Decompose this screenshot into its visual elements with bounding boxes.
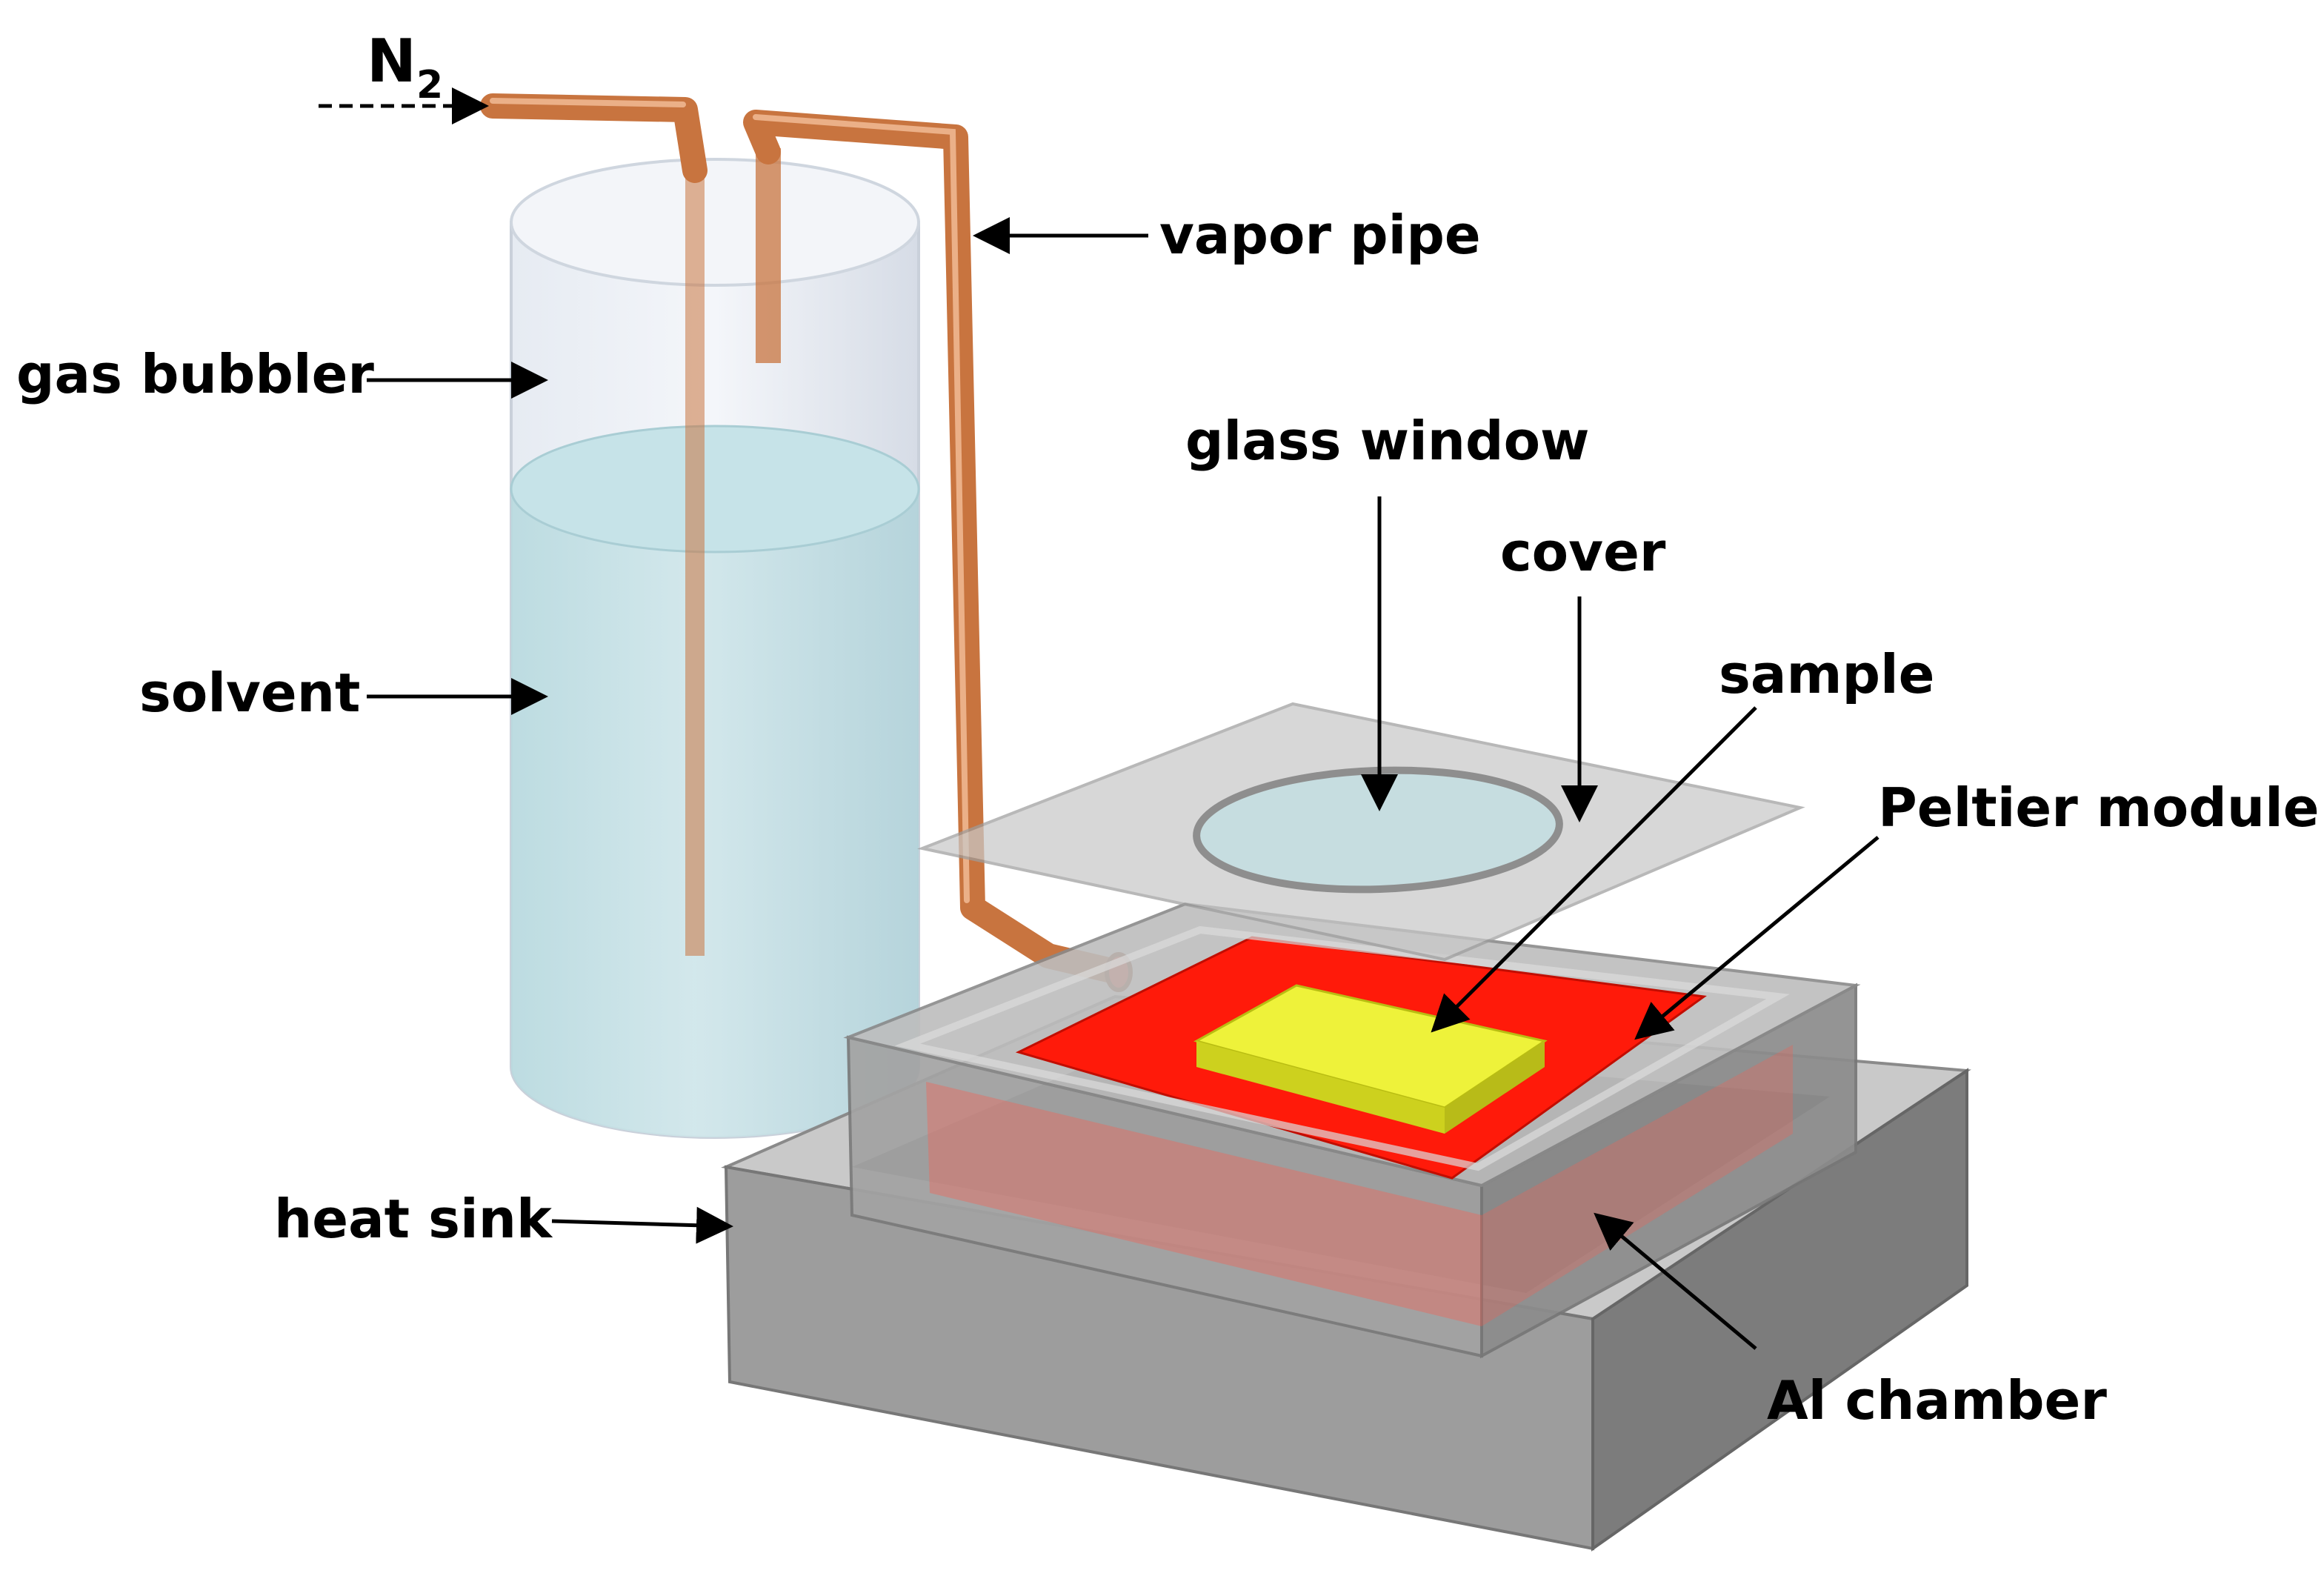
heater-glow-left — [926, 1082, 1482, 1326]
label-vapor-pipe: vapor pipe — [1159, 204, 1481, 266]
label-solvent: solvent — [139, 662, 360, 724]
bubbler-top — [510, 158, 920, 287]
sample-front — [1196, 1041, 1445, 1134]
label-gas-bubbler: gas bubbler — [16, 343, 374, 405]
inlet-pipe — [480, 93, 707, 183]
label-cover: cover — [1500, 521, 1666, 583]
label-n2: N2 — [367, 27, 443, 107]
al-chamber-arrow — [1594, 1212, 1757, 1350]
heat-sink-arrow — [551, 1206, 733, 1244]
solvent-surface — [510, 425, 920, 553]
outlet-pipe-short — [756, 148, 781, 363]
sample-arrow — [1431, 706, 1757, 1033]
labels: N2 vapor pipe gas bubbler glass window c… — [16, 27, 2320, 1432]
gas-bubbler — [510, 148, 920, 1139]
heater-glow-right — [1482, 1045, 1793, 1326]
label-heat-sink: heat sink — [274, 1188, 553, 1250]
label-peltier-module: Peltier module — [1878, 777, 2320, 839]
label-glass-window: glass window — [1185, 410, 1590, 472]
label-sample: sample — [1719, 643, 1935, 705]
al-chamber — [843, 902, 1861, 1359]
peltier-module-arrow — [1634, 836, 1879, 1040]
glass-window — [1193, 766, 1563, 894]
arrows — [319, 87, 1879, 1350]
inlet-pipe-submerged — [685, 170, 705, 956]
cover — [917, 702, 1805, 962]
al-chamber-inner-rim — [894, 925, 1790, 1171]
label-al-chamber: Al chamber — [1767, 1369, 2107, 1432]
sample-side — [1445, 1041, 1545, 1134]
solvent-liquid — [511, 489, 919, 1137]
